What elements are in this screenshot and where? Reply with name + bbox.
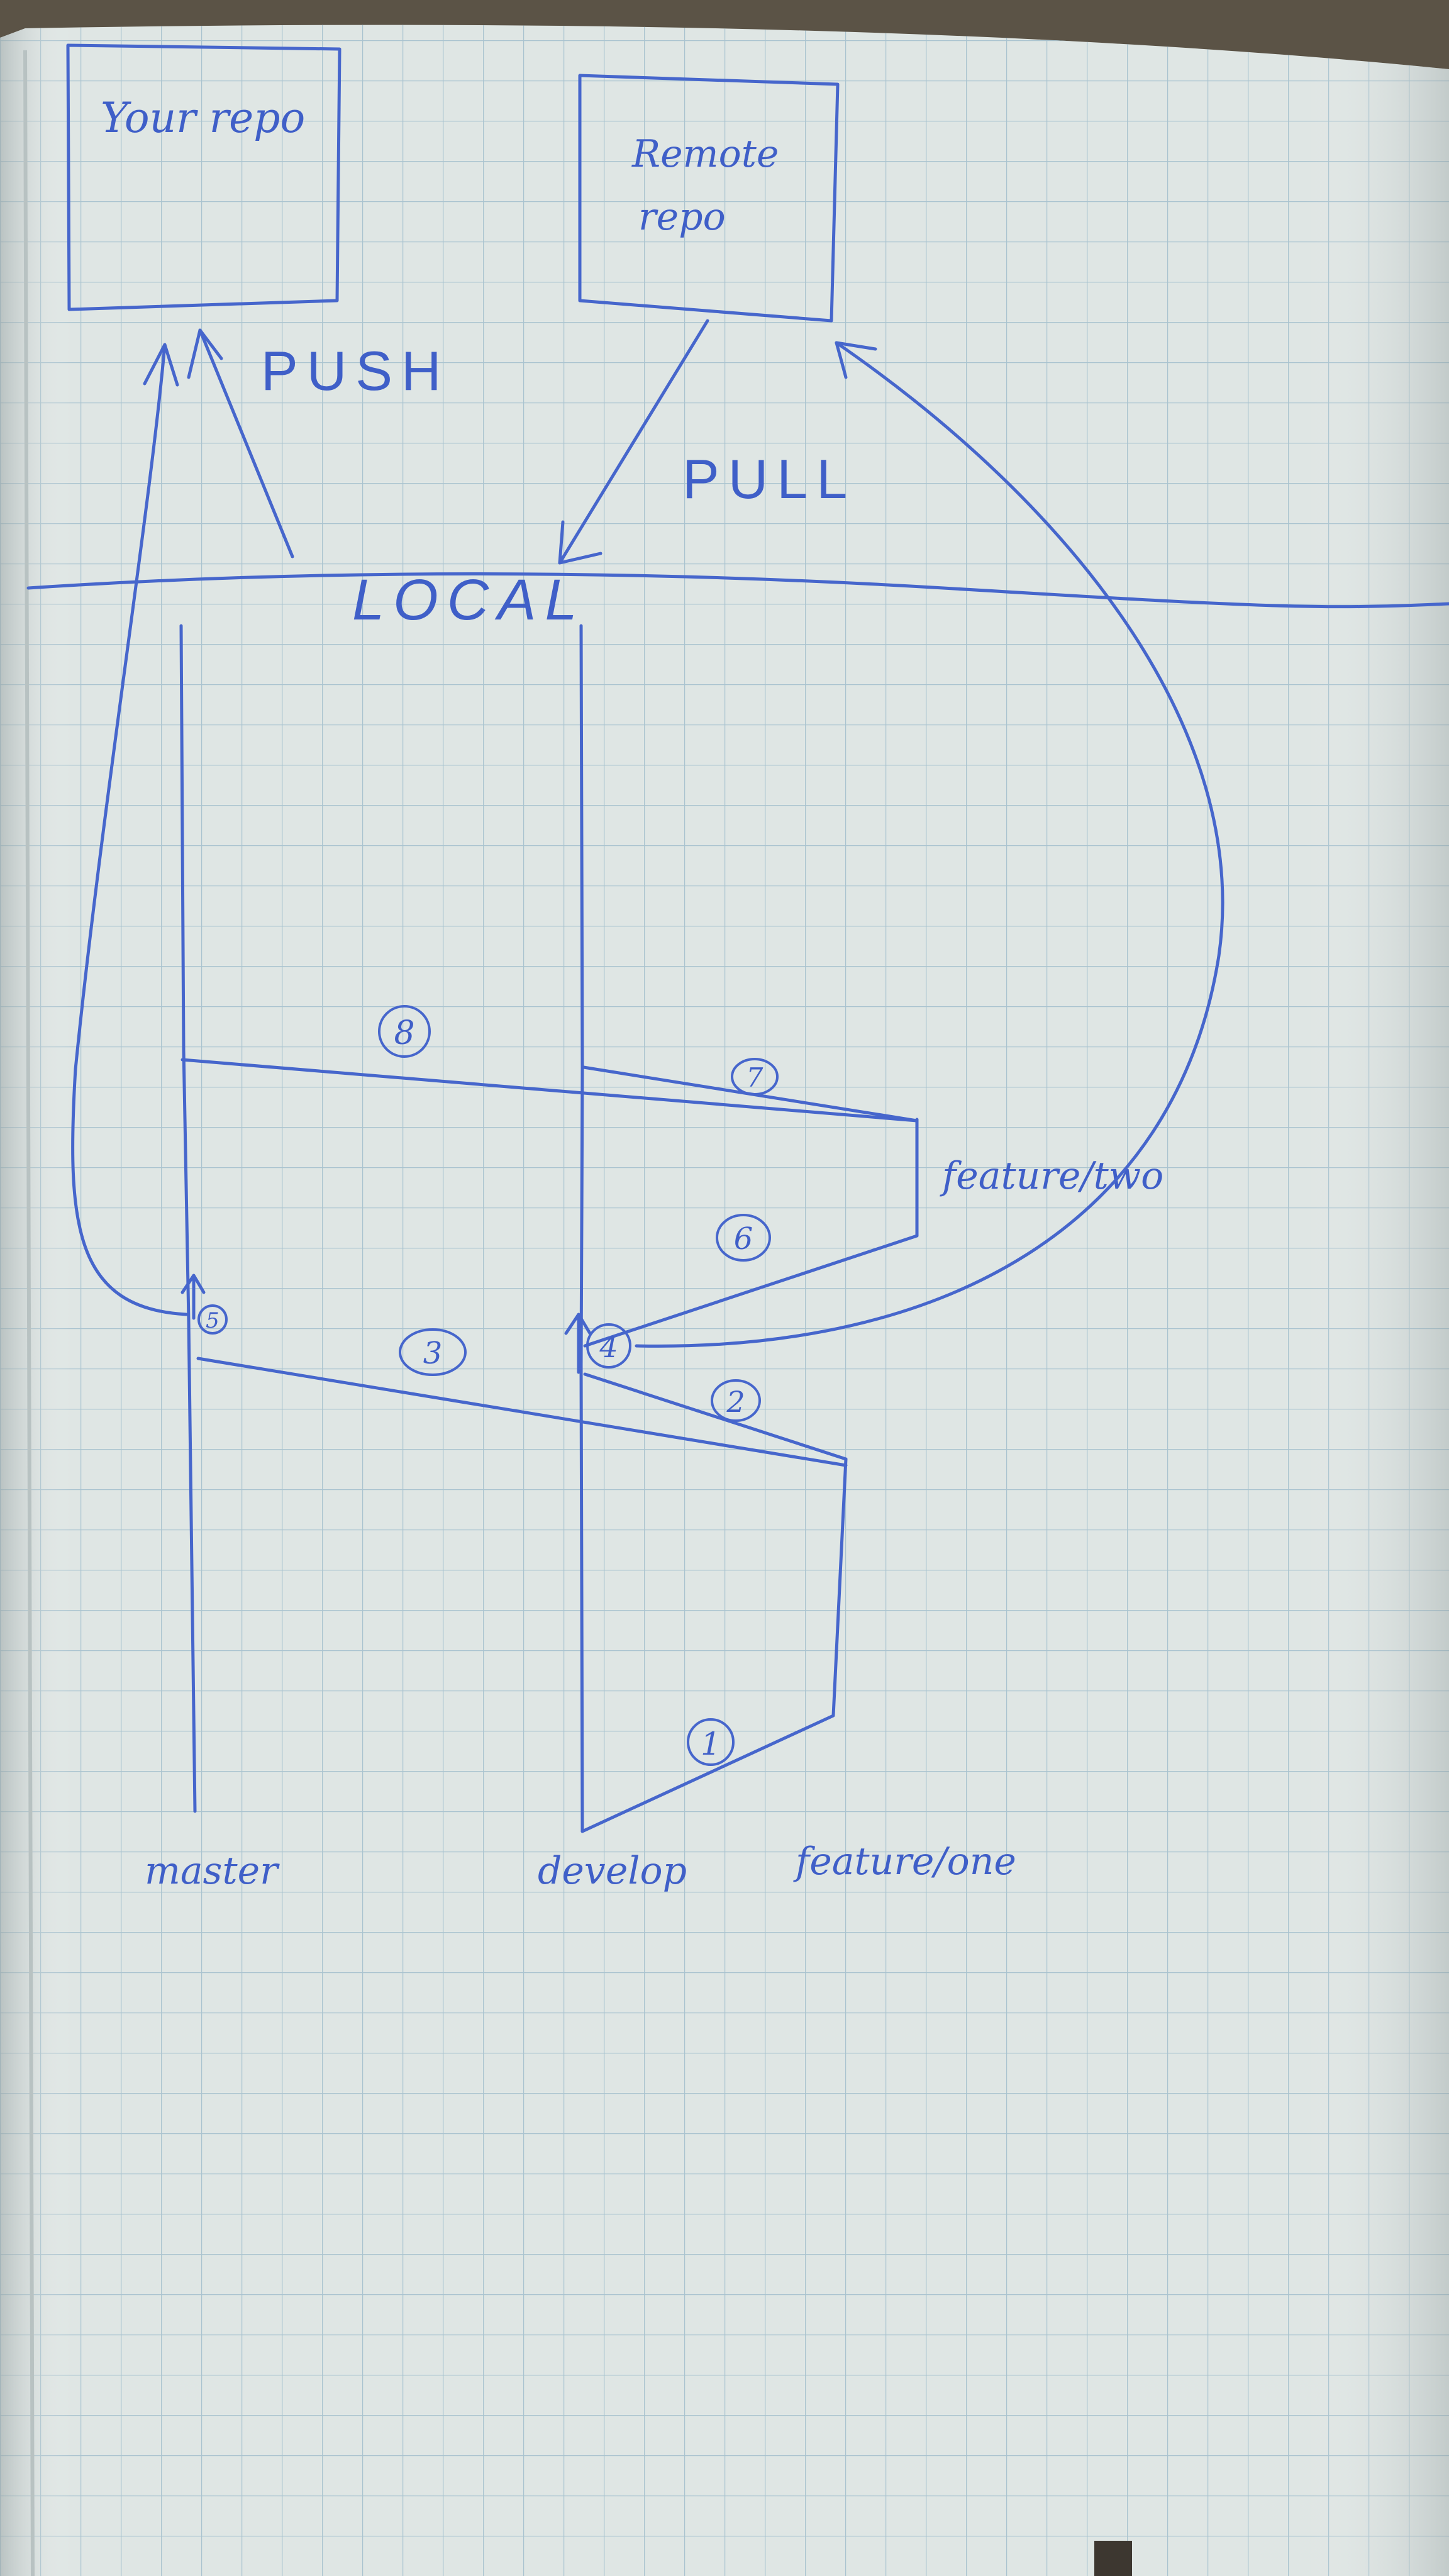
step-7-marker: 7 bbox=[731, 1058, 779, 1096]
develop-branch-line bbox=[579, 624, 584, 1833]
local-divider-line bbox=[26, 572, 1449, 609]
step-5-marker: 5 bbox=[197, 1304, 228, 1335]
step-2-marker: 2 bbox=[711, 1379, 761, 1422]
master-push-curve bbox=[71, 343, 206, 1320]
pull-label: PULL bbox=[682, 448, 856, 510]
remote-repo-label-line2: repo bbox=[638, 195, 726, 239]
svg-text:1: 1 bbox=[701, 1726, 721, 1762]
feature-two-label: feature/two bbox=[940, 1154, 1163, 1198]
svg-text:7: 7 bbox=[747, 1062, 763, 1093]
your-repo-box: Your repo bbox=[66, 43, 341, 311]
step-8-marker: 8 bbox=[378, 1005, 431, 1058]
master-label: master bbox=[145, 1849, 280, 1893]
feature-one-branch bbox=[196, 1357, 848, 1833]
step-3-marker: 3 bbox=[399, 1328, 467, 1376]
push-arrow bbox=[187, 328, 294, 558]
your-repo-label: Your repo bbox=[101, 94, 305, 142]
step-6-marker: 6 bbox=[716, 1214, 771, 1262]
develop-label: develop bbox=[538, 1849, 687, 1893]
feature-one-label: feature/one bbox=[793, 1840, 1016, 1884]
master-branch-line bbox=[179, 624, 197, 1813]
svg-text:2: 2 bbox=[726, 1385, 745, 1419]
step-4-marker: 4 bbox=[586, 1323, 631, 1368]
pull-arrow bbox=[558, 319, 709, 565]
remote-repo-box: Remote repo bbox=[578, 74, 840, 323]
svg-text:4: 4 bbox=[599, 1330, 618, 1364]
svg-text:6: 6 bbox=[734, 1221, 753, 1257]
remote-repo-label-line1: Remote bbox=[631, 132, 779, 176]
svg-text:8: 8 bbox=[394, 1014, 414, 1052]
svg-text:5: 5 bbox=[206, 1308, 219, 1333]
step-1-marker: 1 bbox=[687, 1718, 735, 1766]
local-label: LOCAL bbox=[352, 568, 586, 632]
develop-push-curve bbox=[564, 341, 1224, 1374]
svg-text:3: 3 bbox=[423, 1336, 443, 1371]
push-label: PUSH bbox=[261, 340, 450, 402]
